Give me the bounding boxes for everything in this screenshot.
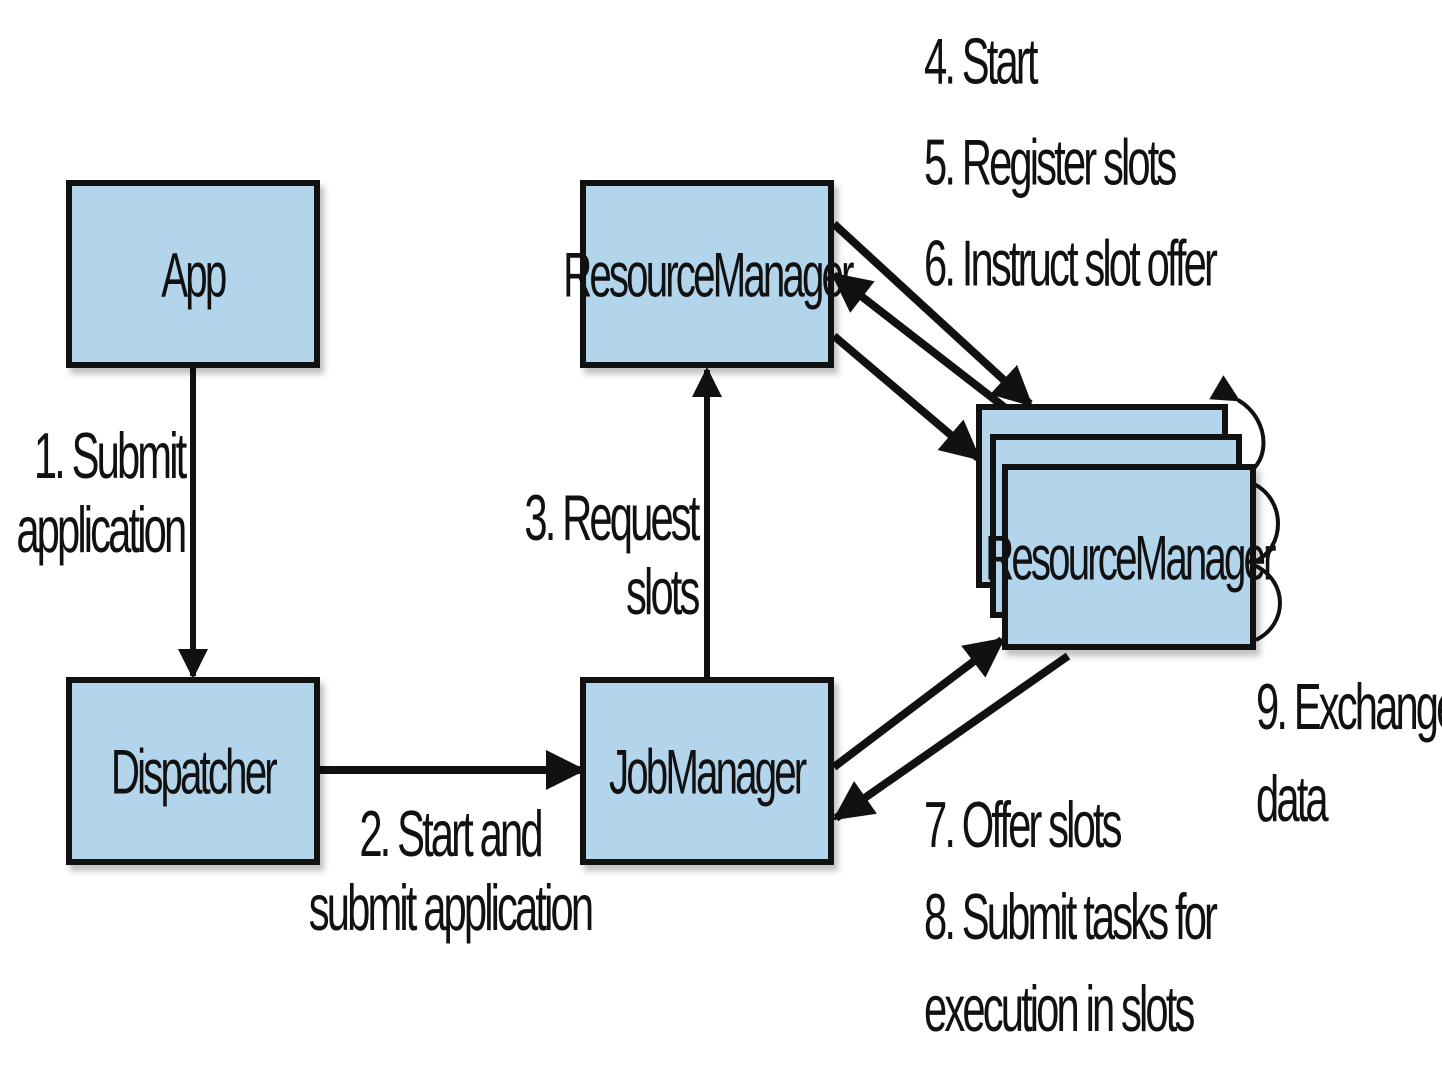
jobmanager-box-label: JobManager [609,735,807,807]
arrow-tm-submit-jm [832,652,1071,822]
label-submit-application: 1. Submit application [16,420,187,567]
arrow-jm-offer-tm [831,636,1006,771]
app-box: App [66,180,320,368]
dispatcher-box-label: Dispatcher [111,735,278,807]
arrow-tm-register-rm [830,271,1011,414]
resourcemanager-box-label: ResourceManager [562,238,854,310]
label-exchange-data: 9. Exchange data [1256,670,1442,836]
exchange-data-curve-3 [1227,542,1282,642]
label-jm-steps: 7. Offer slots 8. Submit tasks for execu… [924,788,1218,1046]
app-box-label: App [161,238,227,310]
taskmanager-box-label: ResourceManager [984,521,1276,593]
dispatcher-box: Dispatcher [66,677,320,865]
taskmanager-box: ResourceManager [985,464,1276,650]
exchange-data-curve-2 [1225,460,1280,564]
label-rm-steps: 4. Start 5. Register slots 6. Instruct s… [924,25,1218,300]
arrow-rm-instruct-tm [831,332,982,462]
label-request-slots: 3. Request slots [524,482,701,629]
jobmanager-box: JobManager [580,677,834,865]
label-start-and-submit: 2. Start and submit application [308,798,594,945]
resourcemanager-box: ResourceManager [563,180,854,368]
arrow-rm-start-tm [831,221,1033,407]
